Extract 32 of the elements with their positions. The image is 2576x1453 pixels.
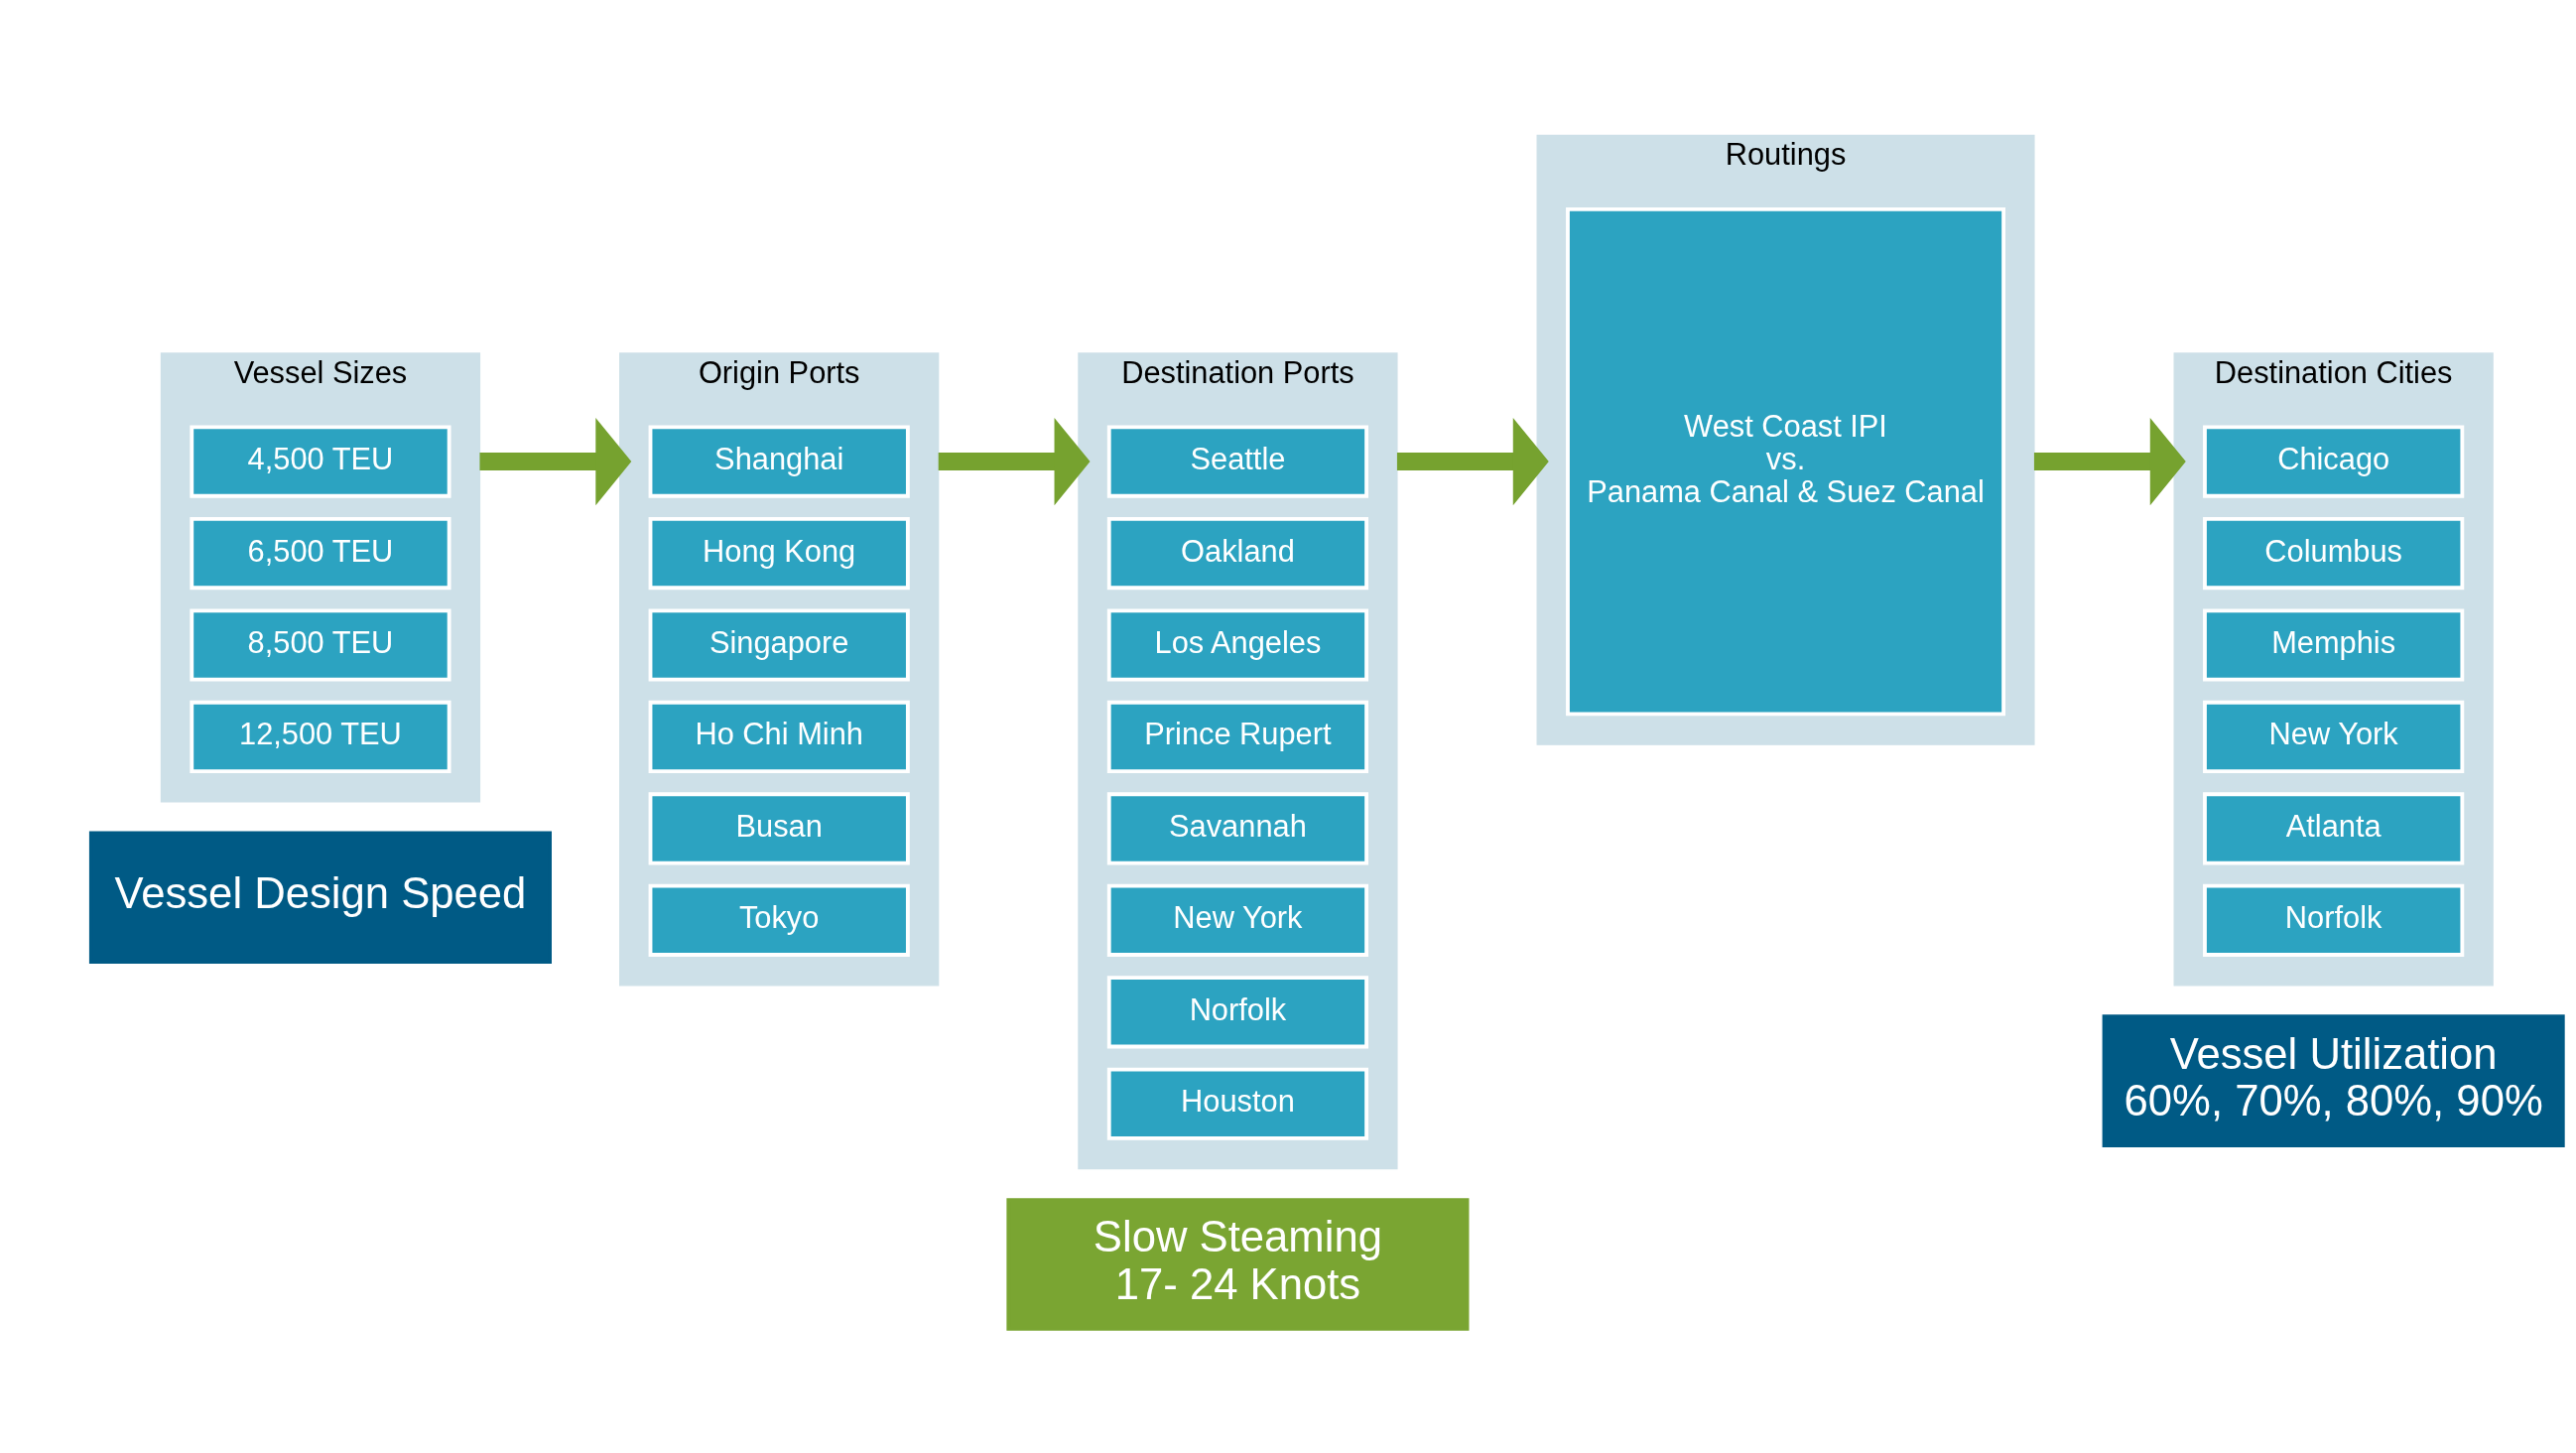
node-box: Vessel Utilization 60%, 70%, 80%, 90%	[2102, 1013, 2565, 1147]
node-box: New York	[1106, 883, 1369, 957]
node-box: Hong Kong	[648, 516, 910, 590]
node-box: Atlanta	[2203, 791, 2465, 864]
node-box: Ho Chi Minh	[648, 700, 910, 773]
node-box: 8,500 TEU	[190, 607, 451, 682]
node-box: Memphis	[2203, 607, 2465, 682]
node-box: Slow Steaming 17- 24 Knots	[1006, 1197, 1470, 1331]
node-box: West Coast IPI vs. Panama Canal & Suez Canal	[1566, 206, 2006, 716]
node-box: Tokyo	[648, 883, 910, 957]
arrow	[479, 417, 632, 505]
node-box: Busan	[648, 791, 910, 864]
node-box: 4,500 TEU	[190, 425, 451, 498]
node-box: Houston	[1106, 1067, 1369, 1140]
node-box: Seattle	[1106, 425, 1369, 498]
node-box: Shanghai	[648, 425, 910, 498]
node-box: Singapore	[648, 607, 910, 682]
node-box: Norfolk	[2203, 883, 2465, 957]
node-box: Prince Rupert	[1106, 700, 1369, 773]
node-box: Vessel Design Speed	[88, 830, 552, 964]
node-box: New York	[2203, 700, 2465, 773]
node-box: Savannah	[1106, 791, 1369, 864]
node-box: Oakland	[1106, 516, 1369, 590]
node-box: Chicago	[2203, 425, 2465, 498]
node-box: 6,500 TEU	[190, 516, 451, 590]
arrow	[2033, 417, 2186, 505]
node-box: Columbus	[2203, 516, 2465, 590]
node-box: Norfolk	[1106, 975, 1369, 1048]
node-box: Los Angeles	[1106, 607, 1369, 682]
arrow	[938, 417, 1091, 505]
arrow	[1396, 417, 1549, 505]
node-box: 12,500 TEU	[190, 700, 451, 773]
